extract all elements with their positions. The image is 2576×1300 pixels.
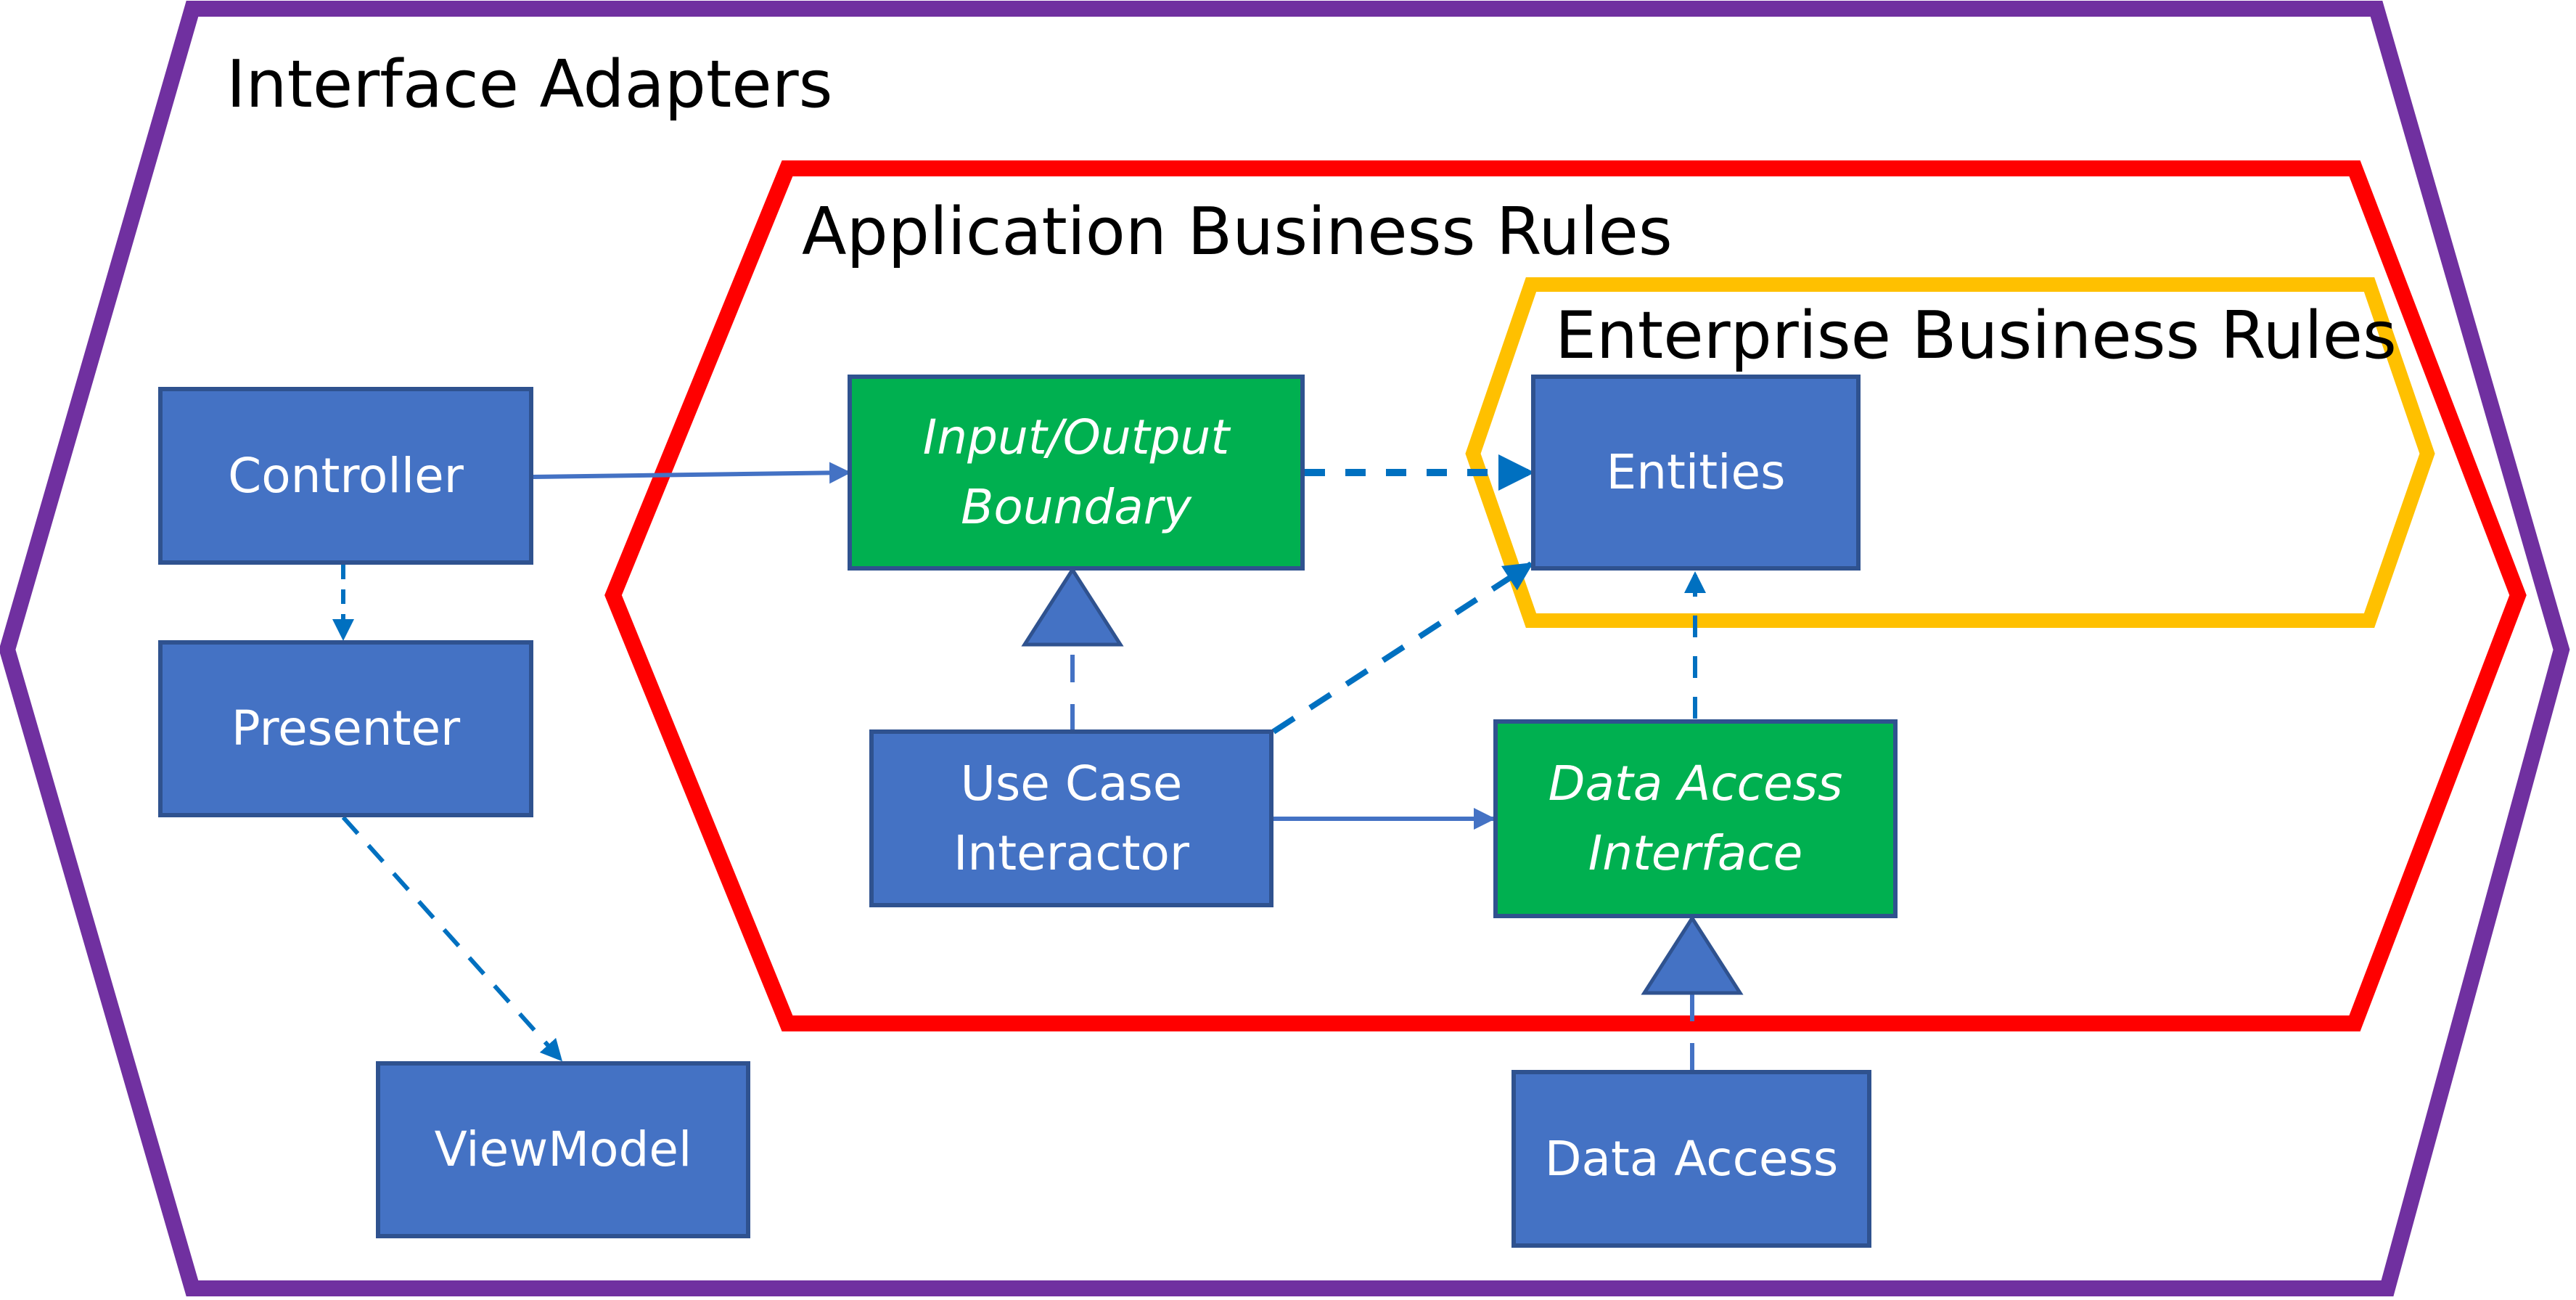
data-access-interface-box: Data Access Interface — [1493, 719, 1898, 918]
application-business-rules-boundary — [604, 160, 2527, 1031]
enterprise-business-rules-label: Enterprise Business Rules — [1555, 298, 2397, 374]
use-case-to-entities-arrow — [1271, 561, 1534, 735]
controller-to-io-boundary-arrow — [533, 462, 851, 484]
io-boundary-realization-triangle-icon — [1021, 566, 1124, 647]
use-case-interactor-box: Use Case Interactor — [869, 729, 1273, 907]
controller-label: Controller — [228, 447, 464, 504]
presenter-box: Presenter — [158, 640, 533, 817]
data-access-label: Data Access — [1544, 1130, 1839, 1187]
viewmodel-box: ViewModel — [376, 1061, 750, 1238]
data-access-interface-label-line2: Interface — [1588, 825, 1803, 881]
data-access-interface-label-line1: Data Access — [1548, 756, 1843, 812]
controller-box: Controller — [158, 387, 533, 565]
enterprise-business-rules-boundary — [1465, 277, 2435, 628]
entities-box: Entities — [1531, 375, 1861, 571]
io-boundary-label-line2: Boundary — [961, 479, 1191, 535]
interface-adapters-label: Interface Adapters — [226, 46, 833, 123]
io-boundary-label-line1: Input/Output — [922, 409, 1230, 466]
data-access-interface-realization-triangle-icon — [1641, 915, 1744, 995]
io-boundary-box: Input/Output Boundary — [848, 375, 1305, 571]
application-business-rules-label: Application Business Rules — [802, 194, 1673, 270]
viewmodel-label: ViewModel — [434, 1121, 692, 1178]
data-access-box: Data Access — [1511, 1070, 1871, 1248]
entities-label: Entities — [1606, 444, 1786, 501]
use-case-label-line1: Use Case — [960, 755, 1183, 812]
presenter-label: Presenter — [231, 700, 461, 757]
presenter-to-viewmodel-arrow — [341, 815, 563, 1062]
use-case-label-line2: Interactor — [953, 825, 1190, 881]
